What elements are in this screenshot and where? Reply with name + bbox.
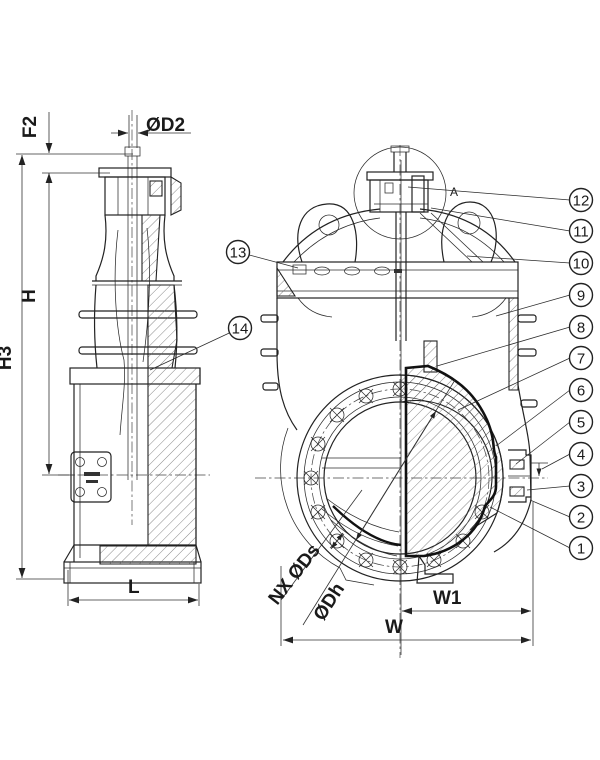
callout-8: 8 (436, 314, 594, 367)
callout-3: 3 (526, 473, 594, 499)
dim-label-bolt-holes: NX ØDs (265, 540, 325, 609)
svg-text:4: 4 (577, 446, 585, 463)
svg-text:13: 13 (230, 244, 247, 261)
callout-5: 5 (515, 409, 594, 465)
svg-text:7: 7 (577, 350, 585, 367)
callout-14: 14 (149, 315, 253, 371)
callout-11: 11 (430, 207, 594, 244)
detail-a-label: A (450, 185, 458, 199)
svg-text:1: 1 (577, 540, 585, 557)
dim-label-d2: ØD2 (146, 115, 185, 136)
callout-6: 6 (495, 377, 594, 447)
svg-text:5: 5 (577, 414, 585, 431)
dim-label-h3: H3 (0, 346, 16, 370)
svg-text:8: 8 (577, 319, 585, 336)
callout-4: 4 (541, 441, 594, 470)
svg-text:9: 9 (577, 287, 585, 304)
support-foot (416, 554, 454, 584)
svg-text:12: 12 (573, 192, 590, 209)
dim-label-f2: F2 (20, 116, 41, 138)
callout-1: 1 (489, 506, 594, 561)
callout-9: 9 (495, 282, 594, 317)
callout-7: 7 (457, 345, 594, 411)
svg-text:14: 14 (232, 320, 249, 337)
callouts: 12 11 10 9 8 7 6 (149, 186, 594, 561)
svg-text:3: 3 (577, 478, 585, 495)
svg-text:11: 11 (573, 223, 589, 240)
left-view (63, 146, 202, 584)
dim-label-w: W (385, 617, 403, 638)
callout-2: 2 (529, 499, 594, 530)
dim-label-l: L (128, 577, 140, 598)
svg-text:6: 6 (577, 382, 585, 399)
svg-text:10: 10 (573, 255, 590, 272)
callout-10: 10 (466, 250, 594, 276)
svg-text:2: 2 (577, 509, 585, 526)
dim-label-w1: W1 (433, 588, 462, 609)
side-boss (508, 449, 548, 503)
callout-12: 12 (407, 186, 594, 213)
dim-label-bore: ØDh (310, 579, 349, 624)
callout-13: 13 (225, 239, 299, 269)
